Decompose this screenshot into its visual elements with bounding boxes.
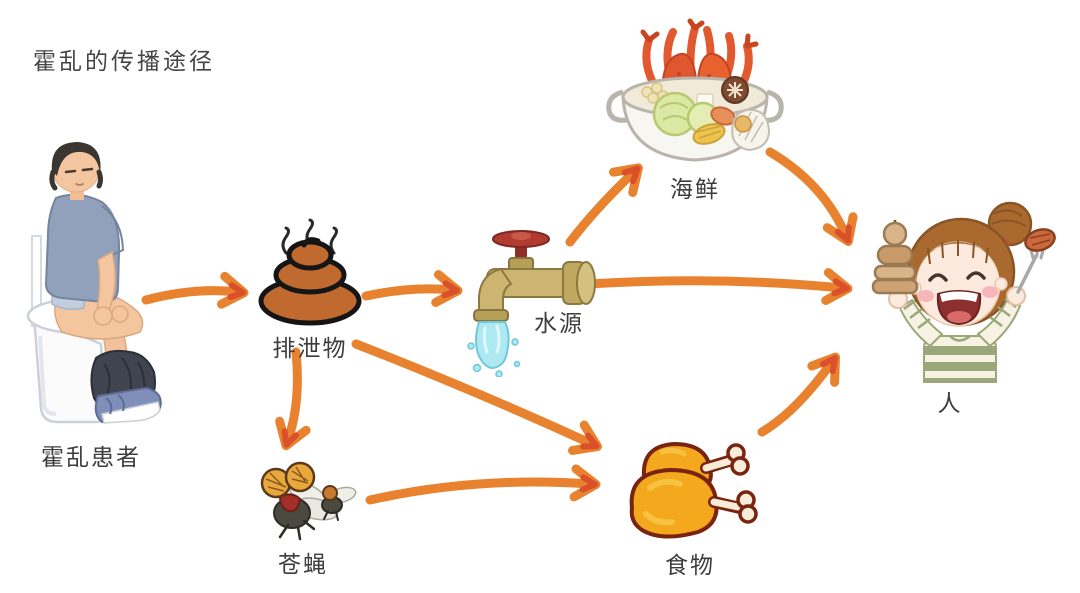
node-flies: 苍蝇 (248, 455, 363, 577)
flies-label: 苍蝇 (278, 551, 328, 577)
arrow-excreta-to-water (361, 270, 463, 307)
arrow-excreta-to-flies (275, 347, 311, 451)
diagram-title: 霍乱的传播途径 (33, 48, 215, 74)
feces-illustration (258, 218, 362, 326)
flies-illustration (260, 461, 357, 541)
person-label: 人 (937, 390, 963, 416)
patient-label: 霍乱患者 (41, 444, 141, 470)
chicken-drumsticks-illustration (629, 441, 758, 539)
seafood-label: 海鲜 (670, 176, 720, 202)
node-patient: 霍乱患者 (6, 136, 176, 471)
faucet-illustration (467, 230, 596, 377)
food-label: 食物 (665, 552, 715, 578)
arrow-water-to-seafood (565, 163, 643, 247)
arrow-seafood-to-person (765, 147, 858, 247)
eating-girl-illustration (871, 201, 1056, 383)
arrow-excreta-to-food (351, 339, 602, 455)
seafood-hotpot-illustration (606, 18, 784, 162)
node-excreta: 排泄物 (248, 213, 373, 363)
excreta-label: 排泄物 (272, 335, 348, 361)
patient-on-toilet-illustration (26, 142, 162, 424)
arrow-water-to-person (583, 268, 853, 305)
node-person: 人 (858, 198, 1068, 416)
node-water: 水源 (465, 222, 600, 377)
arrow-food-to-person (757, 352, 841, 437)
arrow-flies-to-food (365, 464, 601, 505)
arrow-patient-to-excreta (141, 271, 249, 309)
node-food: 食物 (622, 438, 762, 578)
node-seafood: 海鲜 (605, 18, 785, 202)
water-label: 水源 (534, 310, 584, 336)
